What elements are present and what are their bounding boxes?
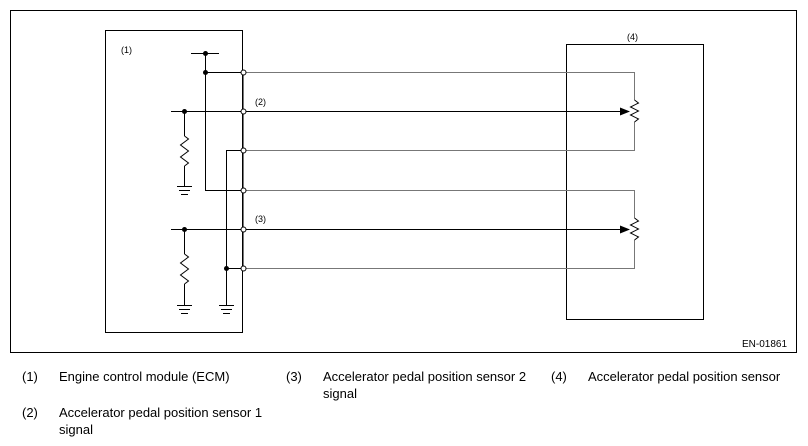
junction-dots (182, 51, 229, 271)
label-signal1: (2) (255, 97, 266, 107)
potentiometer-2 (629, 217, 640, 241)
legend-number: (1) (22, 369, 38, 384)
sensor-box (566, 44, 704, 320)
label-sensor: (4) (627, 32, 638, 42)
wiring-diagram: (1) (2) (3) (4) EN-01861 (10, 10, 797, 353)
legend-number: (2) (22, 405, 38, 420)
ecm-terminals (240, 69, 247, 272)
legend-item-signal2: (3) Accelerator pedal position sensor 2 … (286, 368, 536, 404)
label-ecm: (1) (121, 45, 132, 55)
legend-text: Accelerator pedal position sensor 1 sign… (59, 405, 263, 437)
ground-return-line (226, 150, 243, 306)
legend-text: Engine control module (ECM) (59, 369, 230, 384)
legend-text: Accelerator pedal position sensor 2 sign… (323, 369, 527, 401)
diagram-frame (10, 10, 797, 353)
legend-number: (3) (286, 369, 302, 384)
legend-text: Accelerator pedal position sensor (588, 369, 781, 384)
ecm-ground-symbol (219, 305, 234, 314)
power-supply-line (191, 53, 243, 191)
legend-number: (4) (551, 369, 567, 384)
legend-item-signal1: (2) Accelerator pedal position sensor 1 … (22, 404, 272, 440)
legend-item-sensor: (4) Accelerator pedal position sensor (551, 368, 803, 388)
potentiometer-1 (629, 99, 640, 123)
figure-code: EN-01861 (742, 339, 787, 350)
pulldown-resistor-2 (177, 229, 192, 314)
legend-item-ecm: (1) Engine control module (ECM) (22, 368, 272, 388)
label-signal2: (3) (255, 214, 266, 224)
pulldown-resistor-1 (177, 111, 192, 195)
harness-wires (243, 72, 635, 269)
ecm-box (105, 30, 243, 333)
